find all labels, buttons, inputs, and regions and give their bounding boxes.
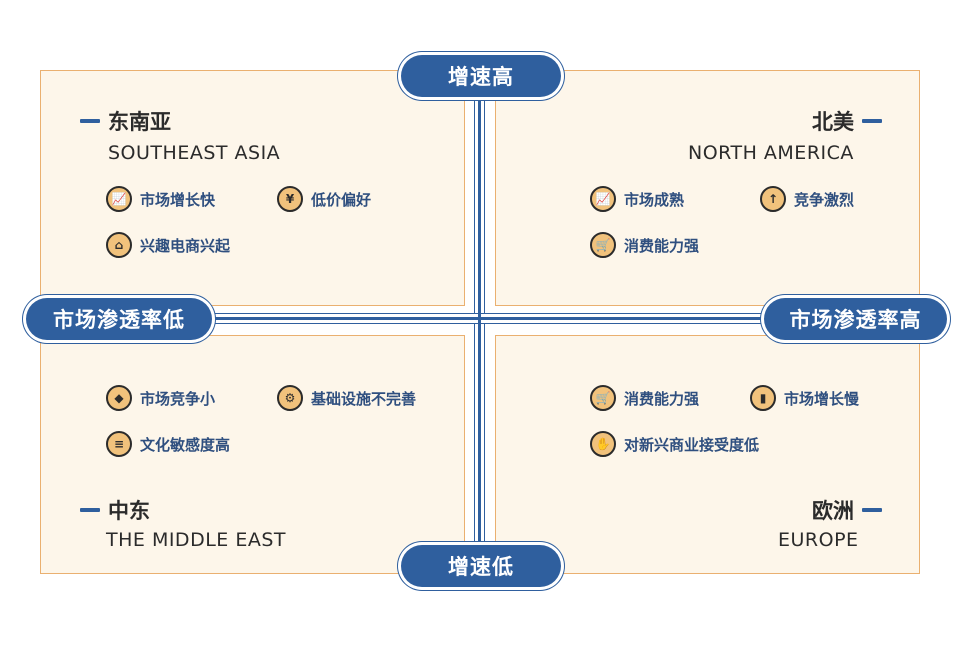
frame-bottom-left: [40, 335, 465, 574]
region-name-cn: 东南亚: [108, 110, 171, 134]
tag-low-price-preference: ¥ 低价偏好: [277, 186, 371, 212]
quadrant-top-right: [496, 70, 919, 305]
tag-cultural-sensitivity: ≡ 文化敏感度高: [106, 431, 230, 457]
shopping-cart-icon: 🛒: [590, 385, 616, 411]
region-title-north-america: 北美: [812, 106, 882, 136]
trend-chart-icon: 📈: [590, 186, 616, 212]
tag-low-acceptance: ✋ 对新兴商业接受度低: [590, 431, 759, 457]
hand-refuse-icon: ✋: [590, 431, 616, 457]
tag-strong-spending: 🛒 消费能力强: [590, 232, 699, 258]
axis-label-bottom: 增速低: [401, 545, 561, 587]
vertical-axis-line: [478, 78, 481, 568]
region-name-en-middle-east: THE MIDDLE EAST: [106, 529, 286, 551]
tag-infrastructure-incomplete: ⚙ 基础设施不完善: [277, 385, 416, 411]
tag-label: 市场成熟: [624, 190, 685, 209]
dash-marker: [80, 119, 100, 123]
tag-slow-growth: ▮ 市场增长慢: [750, 385, 859, 411]
quadrant-bottom-left: [40, 336, 464, 574]
shopping-cart-icon: 🛒: [590, 232, 616, 258]
tag-fierce-competition: ↑ 竞争激烈: [760, 186, 854, 212]
tag-label: 市场竞争小: [140, 389, 216, 408]
bar-chart-down-icon: ▮: [750, 385, 776, 411]
tag-label: 竞争激烈: [794, 190, 855, 209]
dash-marker: [862, 508, 882, 512]
tag-label: 低价偏好: [311, 190, 372, 209]
frame-bottom-right: [495, 335, 920, 574]
tag-label: 文化敏感度高: [140, 435, 231, 454]
gear-alert-icon: ⚙: [277, 385, 303, 411]
horizontal-axis-line: [120, 317, 840, 320]
yen-coin-icon: ¥: [277, 186, 303, 212]
tag-icon: ◆: [106, 385, 132, 411]
axis-label-right: 市场渗透率高: [764, 298, 947, 340]
tag-label: 消费能力强: [624, 236, 700, 255]
region-name-en-southeast-asia: SOUTHEAST ASIA: [108, 142, 281, 164]
tag-market-growth-fast: 📈 市场增长快: [106, 186, 215, 212]
tag-label: 兴趣电商兴起: [140, 236, 231, 255]
region-name-en-europe: EUROPE: [778, 529, 859, 551]
tag-low-competition: ◆ 市场竞争小: [106, 385, 215, 411]
region-name-en-north-america: NORTH AMERICA: [688, 142, 854, 164]
region-name-cn: 北美: [812, 110, 854, 134]
tag-interest-ecommerce: ⌂ 兴趣电商兴起: [106, 232, 230, 258]
region-title-middle-east: 中东: [80, 495, 150, 525]
tag-strong-spending-eu: 🛒 消费能力强: [590, 385, 699, 411]
tag-label: 市场增长快: [140, 190, 216, 209]
growth-arrow-icon: ↑: [760, 186, 786, 212]
dash-marker: [80, 508, 100, 512]
shopping-bag-icon: ⌂: [106, 232, 132, 258]
tag-label: 市场增长慢: [784, 389, 860, 408]
tag-label: 基础设施不完善: [311, 389, 417, 408]
region-title-southeast-asia: 东南亚: [80, 106, 171, 136]
document-icon: ≡: [106, 431, 132, 457]
region-title-europe: 欧洲: [812, 495, 882, 525]
tag-label: 消费能力强: [624, 389, 700, 408]
trend-chart-icon: 📈: [106, 186, 132, 212]
frame-top-right: [495, 70, 920, 306]
tag-market-mature: 📈 市场成熟: [590, 186, 684, 212]
region-name-cn: 欧洲: [812, 499, 854, 523]
dash-marker: [862, 119, 882, 123]
axis-label-left: 市场渗透率低: [26, 298, 212, 340]
axis-label-top: 增速高: [401, 55, 561, 97]
frame-top-left: [40, 70, 465, 306]
tag-label: 对新兴商业接受度低: [624, 435, 760, 454]
region-name-cn: 中东: [108, 499, 150, 523]
quadrant-bottom-right: [496, 336, 919, 574]
